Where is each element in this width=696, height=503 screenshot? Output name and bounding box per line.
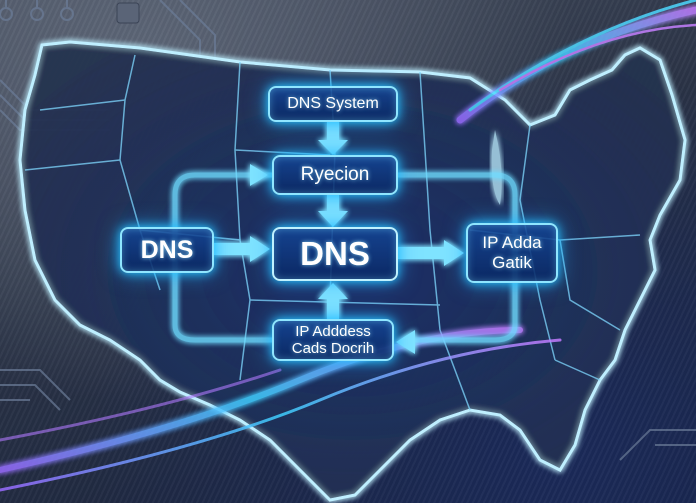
node-label-line-1: IP Adda <box>482 233 542 253</box>
node-label: DNS <box>300 235 370 273</box>
node-ryecion: Ryecion <box>272 155 398 195</box>
flow-arrows <box>214 122 464 354</box>
node-ip-bottom: IP Adddess Cads Docrih <box>272 319 394 361</box>
node-label-line-2: Gatik <box>492 253 532 272</box>
lake-michigan <box>491 130 502 205</box>
node-label: DNS System <box>287 94 379 112</box>
node-label-line-1: IP Adddess <box>295 322 371 340</box>
node-ip-right: IP Adda Gatik <box>466 223 558 283</box>
node-label: Ryecion <box>300 164 370 186</box>
node-label-line-2: Cads Docrih <box>291 340 375 357</box>
node-dns-left: DNS <box>120 227 214 273</box>
node-dns-system: DNS System <box>268 86 398 122</box>
node-label: DNS <box>140 235 194 264</box>
chip-icon <box>116 2 140 24</box>
node-dns-center: DNS <box>272 227 398 281</box>
energy-streams <box>0 0 696 492</box>
